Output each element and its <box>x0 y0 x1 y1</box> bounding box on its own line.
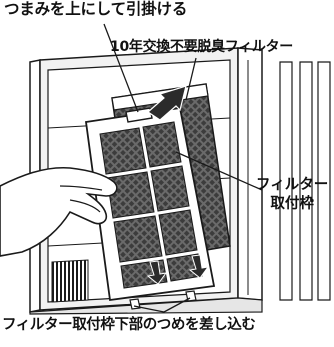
down-arrow-icon <box>146 254 210 285</box>
leader-lines <box>103 23 263 313</box>
insert-claws-label: フィルター取付枠下部のつめを差し込む <box>2 317 256 333</box>
deodorizing-filter-label: 10年交換不要脱臭フィルター <box>110 39 294 55</box>
filter-frame-label-line1: フィルター <box>256 177 329 193</box>
hand-illustration <box>0 166 118 257</box>
filter-frame <box>84 106 216 310</box>
filter-frame-label-line2: 取付枠 <box>270 195 314 212</box>
filter-frame-label: フィルター 取付枠 <box>256 176 328 214</box>
up-arrow-icon <box>147 85 187 121</box>
pull-knob-label: つまみを上にして引掛ける <box>4 0 188 18</box>
